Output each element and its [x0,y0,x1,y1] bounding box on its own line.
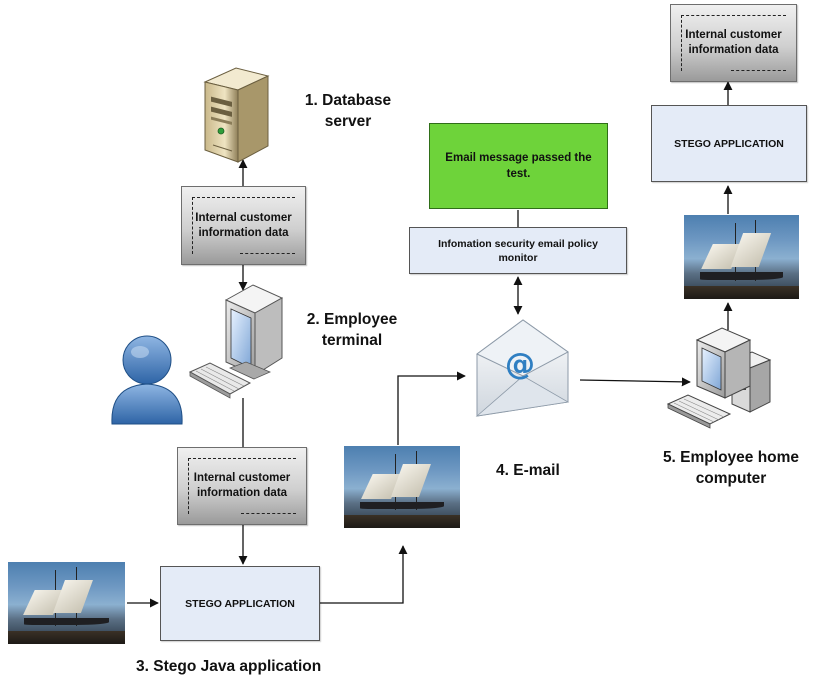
svg-text:@: @ [505,347,535,382]
email-envelope-icon: @ [475,319,570,417]
stego-application-box-right: STEGO APPLICATION [651,105,807,182]
policy-monitor-box: Infomation security email policy monitor [409,227,627,274]
caption-email: 4. E-mail [496,462,560,479]
stego-application-box-bottom: STEGO APPLICATION [160,566,320,641]
sailing-ship-photo-left [8,562,125,644]
server-icon [203,67,270,163]
caption-stego-java: 3. Stego Java application [136,658,322,675]
arrow-photo-to-email [397,371,466,445]
user-icon [111,335,183,425]
keyboard-icon [188,362,252,399]
arrow-stego-to-photo [320,545,408,604]
desktop-computer-icon [666,327,772,429]
arrow-email-to-home [579,377,691,387]
caption-employee-terminal: 2. Employee terminal [306,311,398,349]
caption-employee-home: 5. Employee home computer [662,449,800,487]
computer-terminal-icon [224,284,284,380]
caption-database-server: 1. Database server [304,92,392,130]
sailing-ship-photo-middle [344,446,460,528]
data-box-middle: Internal customer information data [177,447,307,525]
data-box-right: Internal customer information data [670,4,797,82]
data-box-top: Internal customer information data [181,186,306,265]
email-passed-box: Email message passed the test. [429,123,608,209]
sailing-ship-photo-right [684,215,799,299]
